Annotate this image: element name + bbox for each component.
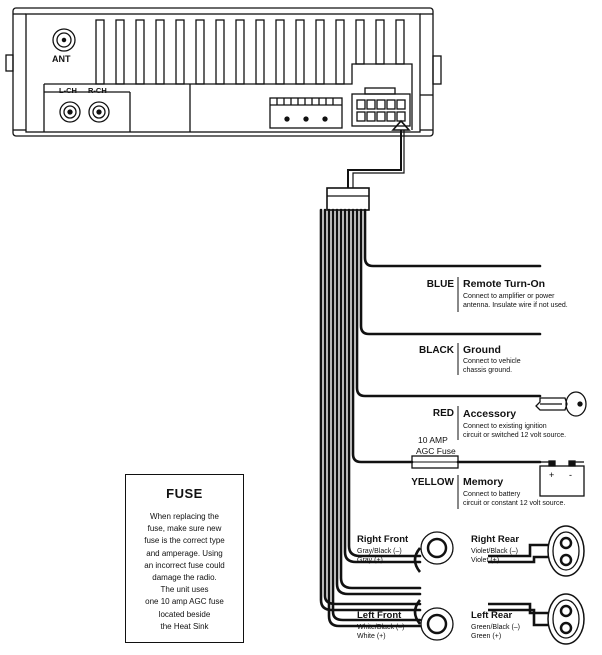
rch-label: R-CH (88, 86, 107, 95)
right-rear-speaker (488, 525, 585, 577)
right-front-desc: Gray/Black (–) Gray (+) (357, 548, 402, 564)
remote-turn-on-title: Remote Turn-On (463, 278, 546, 290)
harness-plug (326, 187, 370, 211)
fuse-rating: 10 AMP (418, 435, 448, 445)
black-wire-color: BLACK (419, 345, 454, 356)
blue-wire-color: BLUE (426, 279, 454, 290)
left-front-speaker (413, 599, 454, 641)
fuse-type: AGC Fuse (416, 446, 456, 456)
main-harness-socket (351, 87, 411, 127)
fuse-note-box: FUSE When replacing the fuse, make sure … (125, 474, 244, 643)
yellow-wire-color: YELLOW (411, 477, 454, 488)
accessory-desc: Connect to existing ignition circuit or … (463, 423, 567, 439)
accessory-title: Accessory (463, 408, 517, 420)
ground-title: Ground (463, 344, 501, 356)
inline-fuse (411, 455, 459, 469)
left-front-desc: White/Black (–) White (+) (357, 624, 405, 640)
remote-turn-on-desc: Connect to amplifier or power antenna. I… (463, 293, 568, 309)
ignition-key-icon (535, 391, 587, 417)
red-wire-color: RED (432, 408, 454, 419)
harness-cable (347, 130, 405, 188)
right-rear-desc: Violet/Black (–) Violet (+) (471, 548, 518, 564)
heat-sink-fins (95, 19, 405, 85)
left-rear-desc: Green/Black (–) Green (+) (471, 624, 521, 640)
battery-minus: - (569, 470, 572, 480)
right-rear-title: Right Rear (471, 534, 520, 545)
memory-desc: Connect to battery circuit or constant 1… (463, 491, 566, 507)
aux-connector (269, 97, 343, 129)
right-front-speaker (413, 531, 454, 573)
rca-left-jack (59, 101, 81, 123)
rca-right-jack (88, 101, 110, 123)
ground-desc: Connect to vehicle chassis ground. (463, 358, 521, 374)
left-rear-speaker (488, 593, 585, 645)
ant-label: ANT (52, 54, 71, 64)
head-unit (5, 7, 442, 137)
antenna-jack (52, 28, 76, 52)
right-front-title: Right Front (357, 534, 409, 545)
wire-bundle (319, 208, 542, 628)
lch-label: L-CH (59, 86, 77, 95)
left-front-title: Left Front (357, 610, 402, 621)
battery-icon (539, 460, 585, 497)
fuse-note-text: When replacing the fuse, make sure new f… (144, 512, 225, 631)
memory-title: Memory (463, 476, 504, 488)
fuse-note-title: FUSE (166, 486, 203, 501)
left-rear-title: Left Rear (471, 610, 513, 621)
battery-plus: + (549, 470, 554, 480)
